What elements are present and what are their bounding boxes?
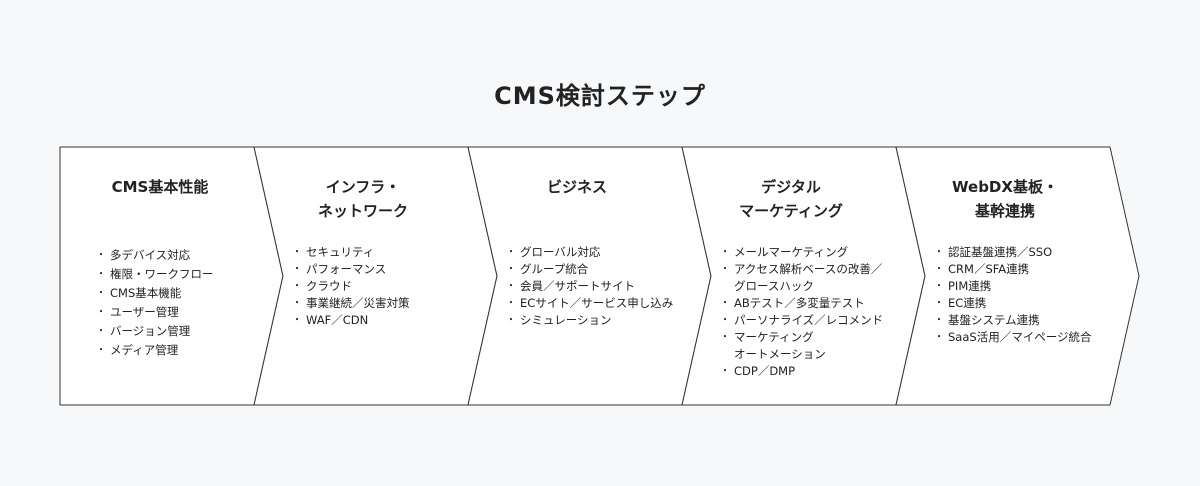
step-item-list: 多デバイス対応 権限・ワークフロー CMS基本機能 ユーザー管理 バージョン管理…	[96, 246, 214, 360]
step-item: WAF／CDN	[292, 312, 410, 329]
step-item-list: セキュリティ パフォーマンス クラウド 事業継続／災害対策 WAF／CDN	[292, 244, 410, 329]
step-digital-marketing: デジタル マーケティング メールマーケティング アクセス解析ベースの改善／ グロ…	[684, 147, 898, 405]
step-cms-basic: CMS基本性能 多デバイス対応 権限・ワークフロー CMS基本機能 ユーザー管理…	[60, 147, 260, 405]
step-business: ビジネス グローバル対応 グループ統合 会員／サポートサイト ECサイト／サービ…	[470, 147, 684, 405]
step-item: グループ統合	[506, 261, 673, 278]
step-title: デジタル マーケティング	[739, 178, 843, 220]
step-item: マーケティング オートメーション	[720, 329, 883, 363]
step-item: CMS基本機能	[96, 284, 214, 303]
step-item-list: グローバル対応 グループ統合 会員／サポートサイト ECサイト／サービス申し込み…	[506, 244, 673, 329]
step-item: メディア管理	[96, 341, 214, 360]
step-title: ビジネス	[546, 178, 607, 196]
step-item: 多デバイス対応	[96, 246, 214, 265]
step-item: クラウド	[292, 278, 410, 295]
step-item-list: メールマーケティング アクセス解析ベースの改善／ グロースハック ABテスト／多…	[720, 244, 883, 380]
step-item: CDP／DMP	[720, 363, 883, 380]
step-item: メールマーケティング	[720, 244, 883, 261]
step-item: 認証基盤連携／SSO	[934, 244, 1091, 261]
step-item: 事業継続／災害対策	[292, 295, 409, 312]
step-item: 基盤システム連携	[934, 312, 1091, 329]
step-item: パフォーマンス	[292, 261, 410, 278]
step-item: アクセス解析ベースの改善／ グロースハック	[720, 261, 883, 295]
step-item: CRM／SFA連携	[934, 261, 1091, 278]
step-item: SaaS活用／マイページ統合	[934, 329, 1091, 346]
step-item: 権限・ワークフロー	[96, 265, 213, 284]
step-title: WebDX基板・ 基幹連携	[952, 178, 1058, 220]
step-item: ECサイト／サービス申し込み	[506, 295, 673, 312]
step-item: パーソナライズ／レコメンド	[720, 312, 883, 329]
step-item: ABテスト／多変量テスト	[720, 295, 883, 312]
step-title: CMS基本性能	[111, 178, 209, 196]
step-item: EC連携	[934, 295, 1091, 312]
step-item-list: 認証基盤連携／SSO CRM／SFA連携 PIM連携 EC連携 基盤システム連携…	[934, 244, 1091, 346]
step-item: 会員／サポートサイト	[506, 278, 673, 295]
step-webdx-integration: WebDX基板・ 基幹連携 認証基盤連携／SSO CRM／SFA連携 PIM連携…	[898, 147, 1112, 405]
step-item: グローバル対応	[506, 244, 673, 261]
step-title: インフラ・ ネットワーク	[317, 178, 408, 220]
step-infrastructure: インフラ・ ネットワーク セキュリティ パフォーマンス クラウド 事業継続／災害…	[256, 147, 470, 405]
step-item: セキュリティ	[292, 244, 410, 261]
step-item: ユーザー管理	[96, 303, 214, 322]
step-item: シミュレーション	[506, 312, 673, 329]
step-item: PIM連携	[934, 278, 1091, 295]
diagram-title: CMS検討ステップ	[494, 82, 706, 110]
step-item: バージョン管理	[96, 322, 214, 341]
